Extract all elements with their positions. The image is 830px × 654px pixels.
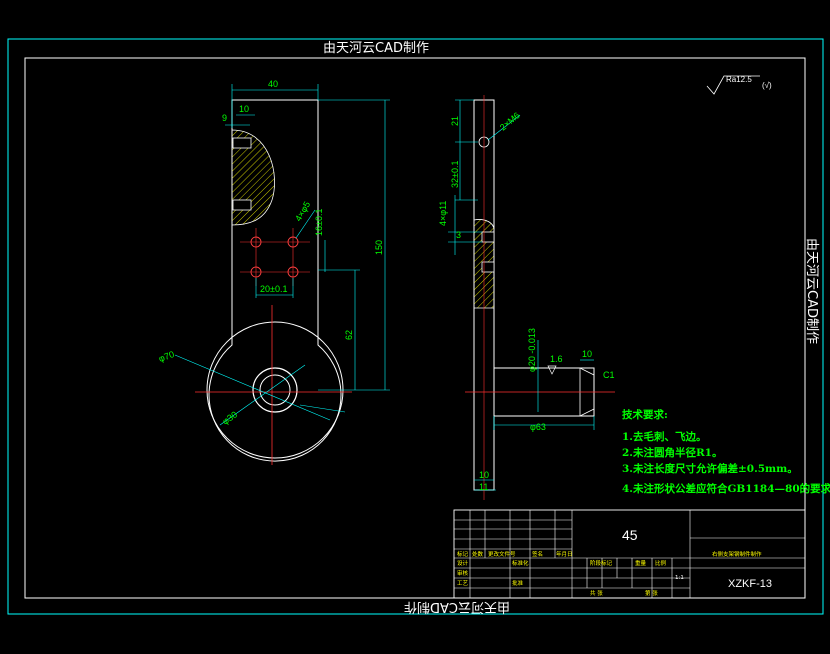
- dim-base-11: 11: [479, 482, 488, 492]
- tech-note-1: 1.去毛刺、飞边。: [622, 430, 706, 443]
- dim-dia-30: φ30: [220, 409, 239, 426]
- tech-note-2: 2.未注圆角半径R1。: [622, 446, 723, 459]
- watermark-top: 由天河云CAD制作: [323, 41, 429, 56]
- roughness-suffix: (√): [762, 81, 772, 90]
- front-slot-bottom: [232, 199, 252, 211]
- tech-notes: 技术要求: 1.去毛刺、飞边。 2.未注圆角半径R1。 3.未注长度尺寸允许偏差…: [622, 408, 830, 495]
- material-text: 45: [622, 527, 638, 543]
- dim-depth-3: 3: [456, 230, 461, 240]
- roughness-symbol: Ra12.5 (√): [706, 75, 772, 95]
- dim-shaft-dia: φ20 -0.013: [527, 328, 537, 372]
- part-name-text: 右侧支架钢制件制作: [712, 550, 762, 558]
- dim-spacing-20: 20±0.1: [260, 284, 287, 294]
- scale-text: 1:1: [675, 575, 684, 581]
- tb-label-process: 工艺: [457, 580, 469, 587]
- tb-label-standard: 标准化: [512, 559, 529, 567]
- dim-spacing-32: 32±0.1: [450, 161, 460, 188]
- front-slot-top: [232, 137, 252, 149]
- hub-bore-outer: [252, 367, 298, 413]
- tb-label-stage: 阶段标记: [590, 559, 613, 567]
- dim-spacing-16: 16±0.1: [314, 209, 324, 236]
- dim-base-10: 10: [479, 470, 489, 480]
- tech-notes-title: 技术要求:: [622, 408, 668, 421]
- dim-height-62: 62: [344, 330, 354, 340]
- tb-label-count: 处数: [472, 550, 484, 558]
- front-arm-outline: [208, 99, 342, 462]
- side-view: 21 2×M6 32±0.1 4×φ11 3 φ20 -0.013 1.6 10…: [438, 95, 615, 500]
- tb-label-approve: 批准: [512, 579, 524, 587]
- front-view: 40 10 9 4×φ5 16±0.1 20±0.1 150 62 φ70 φ3…: [157, 79, 390, 465]
- dim-length-63: φ63: [530, 422, 546, 432]
- drawing-number-text: XZKF-13: [728, 578, 772, 590]
- watermark-bottom: 由天河云CAD制作: [404, 599, 510, 614]
- dim-chamfer: C1: [603, 370, 615, 380]
- tb-label-sheets: 共 张: [590, 589, 603, 597]
- tb-label-ratio: 比例: [655, 559, 667, 567]
- dim-slot-9: 9: [222, 113, 227, 123]
- tb-label-review: 审核: [457, 569, 469, 577]
- sheet-outer-border: [7, 38, 824, 615]
- tb-label-date: 年月日: [556, 550, 573, 558]
- dim-hole-phi5: 4×φ5: [293, 200, 312, 223]
- dim-height-150: 150: [374, 240, 384, 255]
- title-block: 45 右侧支架钢制件制作 XZKF-13 1:1 标记 处数 更改文件号 签名 …: [453, 509, 806, 599]
- tb-label-weight: 重量: [635, 559, 647, 567]
- dim-thread: 2×M6: [498, 110, 522, 132]
- hub-bore-inner: [259, 374, 291, 406]
- roughness-label: Ra12.5: [726, 75, 752, 84]
- dim-dia-70: φ70: [157, 349, 175, 364]
- dim-depth-phi11: 4×φ11: [438, 201, 448, 226]
- tech-note-3: 3.未注长度尺寸允许偏差±0.5mm。: [622, 462, 798, 475]
- tb-label-sign: 标记: [457, 550, 469, 558]
- tech-note-4: 4.未注形状公差应符合GB1184—80的要求。: [622, 482, 830, 495]
- dim-top-21: 21: [450, 116, 460, 126]
- sheet-inner-frame: [24, 57, 806, 599]
- dim-roughness-16: 1.6: [550, 354, 563, 364]
- tb-label-sheet: 第 张: [645, 589, 658, 597]
- dim-slot-10: 10: [239, 104, 249, 114]
- watermark-right: 由天河云CAD制作: [804, 238, 819, 344]
- tb-label-change: 更改文件号: [488, 550, 516, 558]
- dim-shaft-end-10: 10: [582, 349, 592, 359]
- tb-label-signature: 签名: [532, 550, 543, 558]
- tb-label-design: 设计: [457, 559, 469, 567]
- dim-width-40: 40: [268, 79, 278, 89]
